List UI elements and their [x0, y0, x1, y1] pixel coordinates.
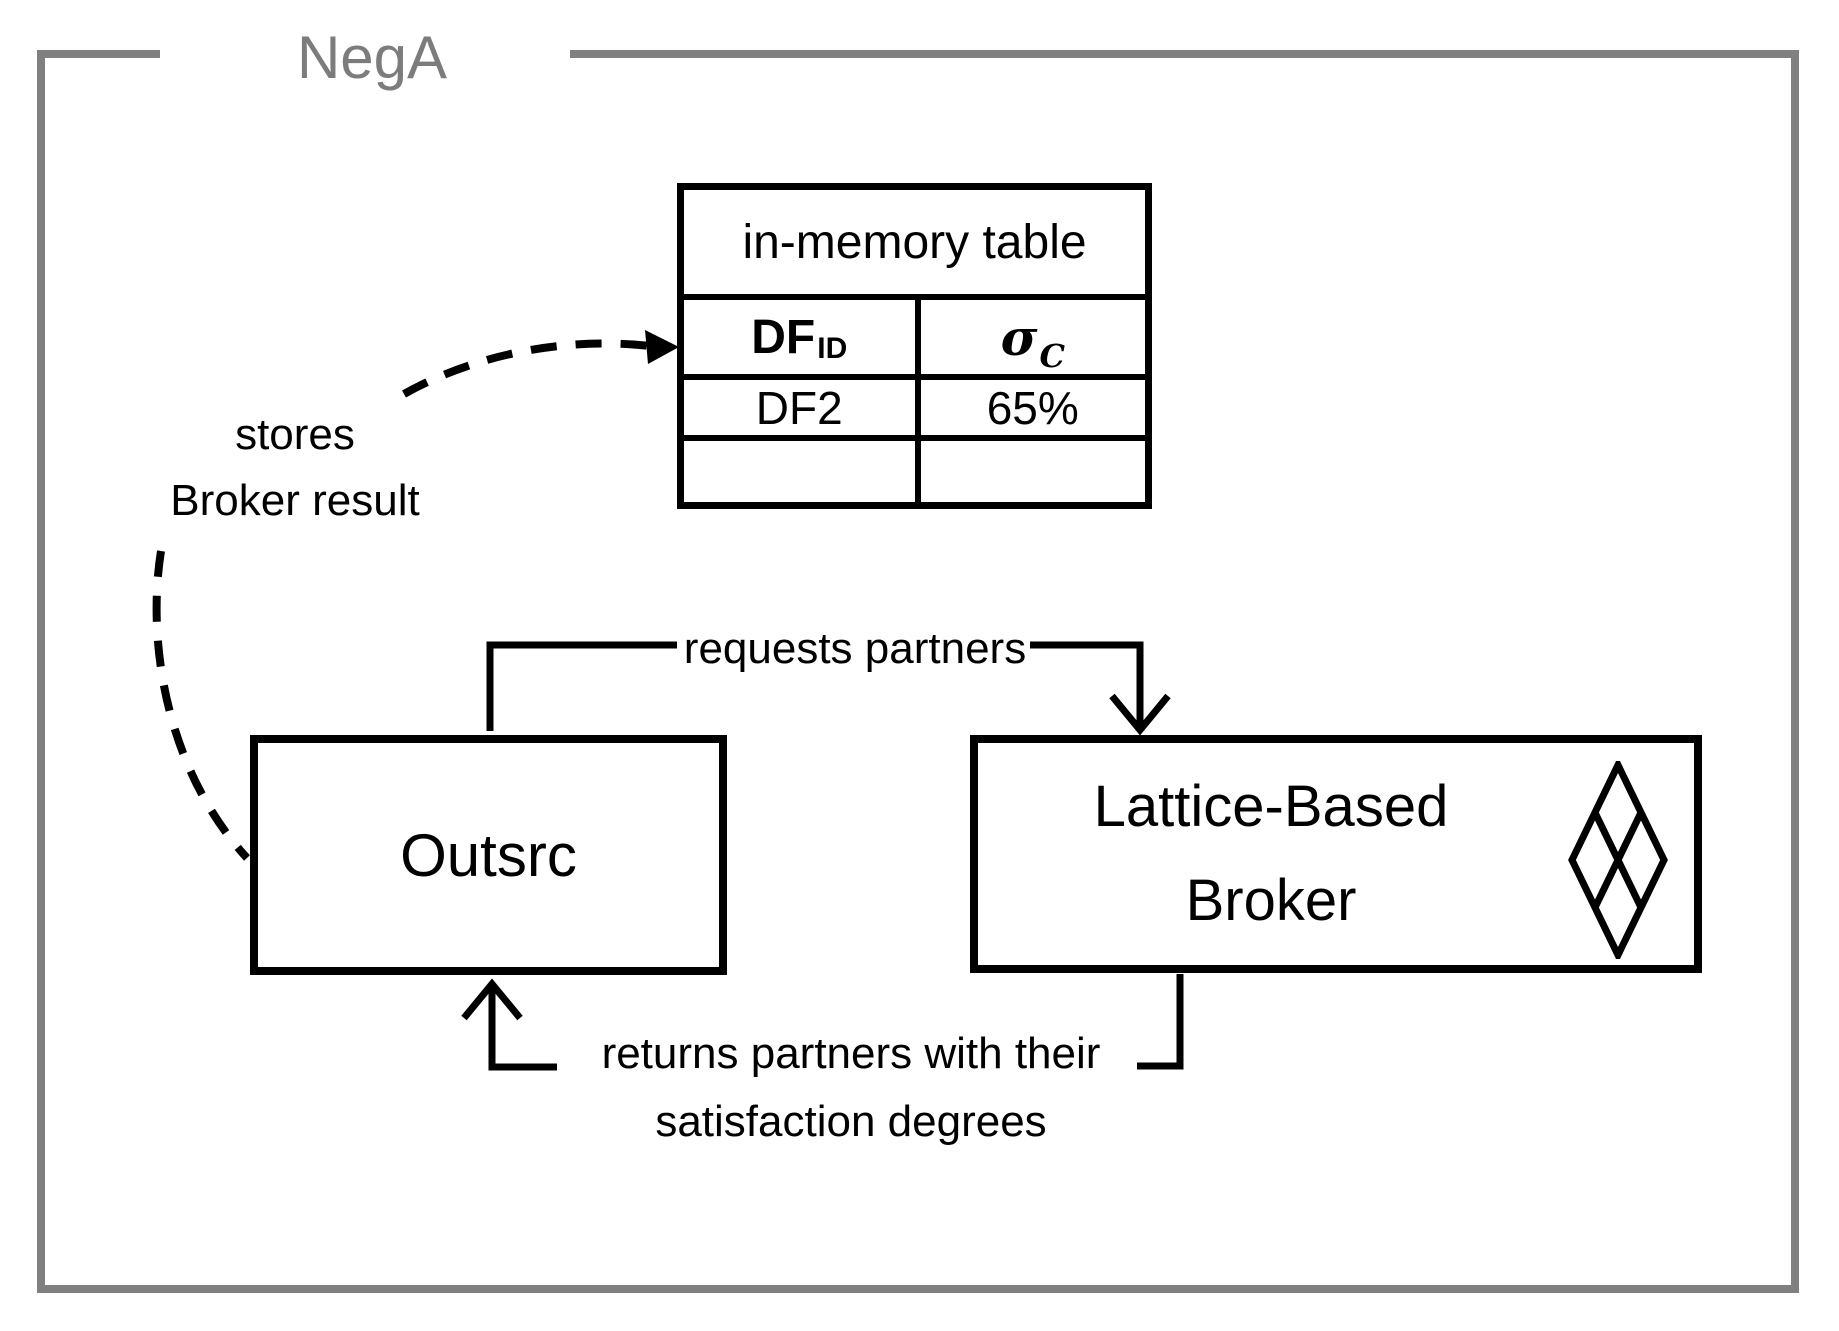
outsrc-box: Outsrc — [250, 735, 727, 975]
broker-label-line2: Broker — [1185, 868, 1357, 933]
returns-line1: returns partners with their — [601, 1029, 1101, 1078]
returns-line2: satisfaction degrees — [655, 1097, 1047, 1146]
stores-line1: stores — [235, 410, 355, 459]
broker-label-line1: Lattice-Based — [1093, 774, 1449, 839]
table-cell-df2: DF2 — [684, 380, 915, 441]
df-label: DF — [751, 310, 816, 364]
table-title: in-memory table — [684, 190, 1145, 300]
lattice-diamond-icon — [1568, 761, 1668, 959]
sigma-symbol: σC — [1000, 307, 1065, 375]
stores-line2: Broker result — [170, 476, 420, 525]
df-subscript: ID — [817, 332, 848, 365]
column-header-sigma-c: σC — [914, 300, 1145, 380]
lattice-based-broker-box: Lattice-Based Broker — [970, 735, 1702, 973]
table-cell-empty-right — [914, 441, 1146, 502]
table-cell-empty-left — [684, 441, 915, 502]
nega-frame — [37, 50, 1799, 1293]
stores-broker-result-label: stores Broker result — [95, 402, 495, 534]
outsrc-label: Outsrc — [400, 821, 577, 889]
sigma-subscript: C — [1039, 336, 1065, 375]
nega-title: NegA — [296, 24, 448, 91]
table-cell-65pct: 65% — [914, 380, 1145, 441]
frame-legend-gap — [160, 44, 570, 64]
broker-label: Lattice-Based Broker — [978, 743, 1564, 965]
returns-partners-label: returns partners with their satisfaction… — [556, 1020, 1146, 1156]
requests-partners-label: requests partners — [683, 624, 1027, 673]
